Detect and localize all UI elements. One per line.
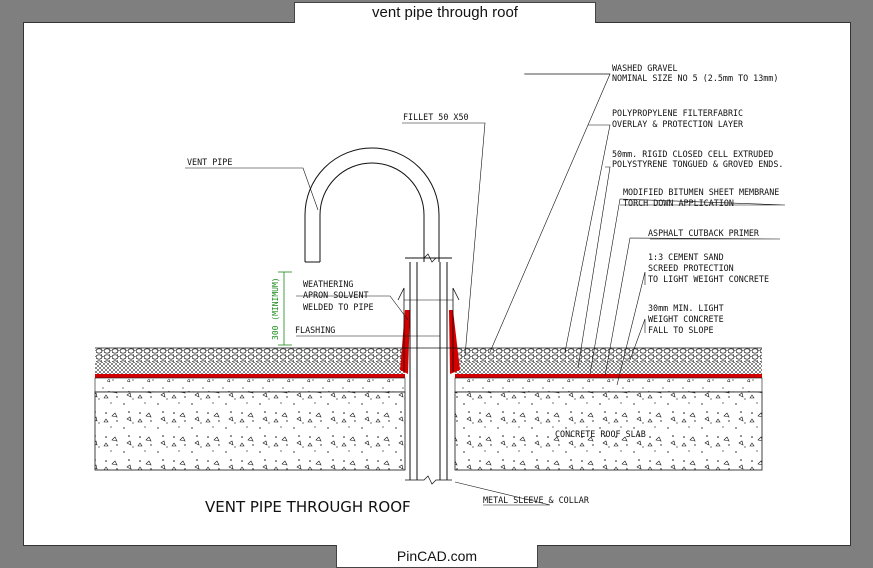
- label-lwc: 30mm MIN. LIGHT: [648, 303, 724, 313]
- screed-layer: [94, 377, 763, 393]
- label-vent-pipe: VENT PIPE: [187, 157, 232, 167]
- concrete-slab: [94, 391, 763, 471]
- membrane-layer: [95, 310, 762, 378]
- label-lwc-slope: FALL TO SLOPE: [648, 325, 714, 335]
- label-washed-gravel: WASHED GRAVEL: [612, 63, 678, 73]
- label-slab: CONCRETE ROOF SLAB: [555, 429, 646, 439]
- label-screed-protection: SCREED PROTECTION: [648, 263, 734, 273]
- label-polystyrene: 50mm. RIGID CLOSED CELL EXTRUDED: [612, 149, 773, 159]
- label-primer: ASPHALT CUTBACK PRIMER: [648, 228, 760, 238]
- label-filterfabric-overlay: OVERLAY & PROTECTION LAYER: [612, 119, 744, 129]
- callouts: WASHED GRAVEL NOMINAL SIZE NO 5 (2.5mm T…: [187, 63, 783, 516]
- label-fillet: FILLET 50 X50: [403, 112, 469, 122]
- label-polystyrene-ends: POLYSTYRENE TONGUED & GROVED ENDS.: [612, 159, 783, 169]
- label-filterfabric: POLYPROPYLENE FILTERFABRIC: [612, 108, 743, 118]
- weathering-apron: [397, 287, 460, 372]
- dimension-line: [278, 271, 292, 346]
- site-credit: PinCAD.com: [336, 545, 538, 568]
- dimension-label: 300 (MINIMUM): [271, 277, 280, 340]
- label-lwc-weight: WEIGHT CONCRETE: [648, 314, 724, 324]
- label-membrane-torch: TORCH DOWN APPLICATION: [623, 198, 734, 208]
- label-welded: WELDED TO PIPE: [303, 302, 374, 312]
- label-screed: 1:3 CEMENT SAND: [648, 252, 724, 262]
- label-sleeve: METAL SLEEVE & COLLAR: [483, 495, 590, 505]
- label-membrane: MODIFIED BITUMEN SHEET MEMBRANE: [623, 187, 779, 197]
- label-apron: APRON SOLVENT: [303, 290, 369, 300]
- label-weathering: WEATHERING: [303, 279, 353, 289]
- gravel-layer: [95, 348, 762, 362]
- insulation-layer: [95, 362, 762, 374]
- label-screed-lwc: TO LIGHT WEIGHT CONCRETE: [648, 274, 769, 284]
- label-flashing: FLASHING: [295, 325, 335, 335]
- drawing-title: vent pipe through roof: [294, 2, 596, 23]
- main-caption: VENT PIPE THROUGH ROOF: [205, 498, 411, 516]
- label-washed-gravel-size: NOMINAL SIZE NO 5 (2.5mm TO 13mm): [612, 73, 778, 83]
- leader-lines: [185, 73, 786, 506]
